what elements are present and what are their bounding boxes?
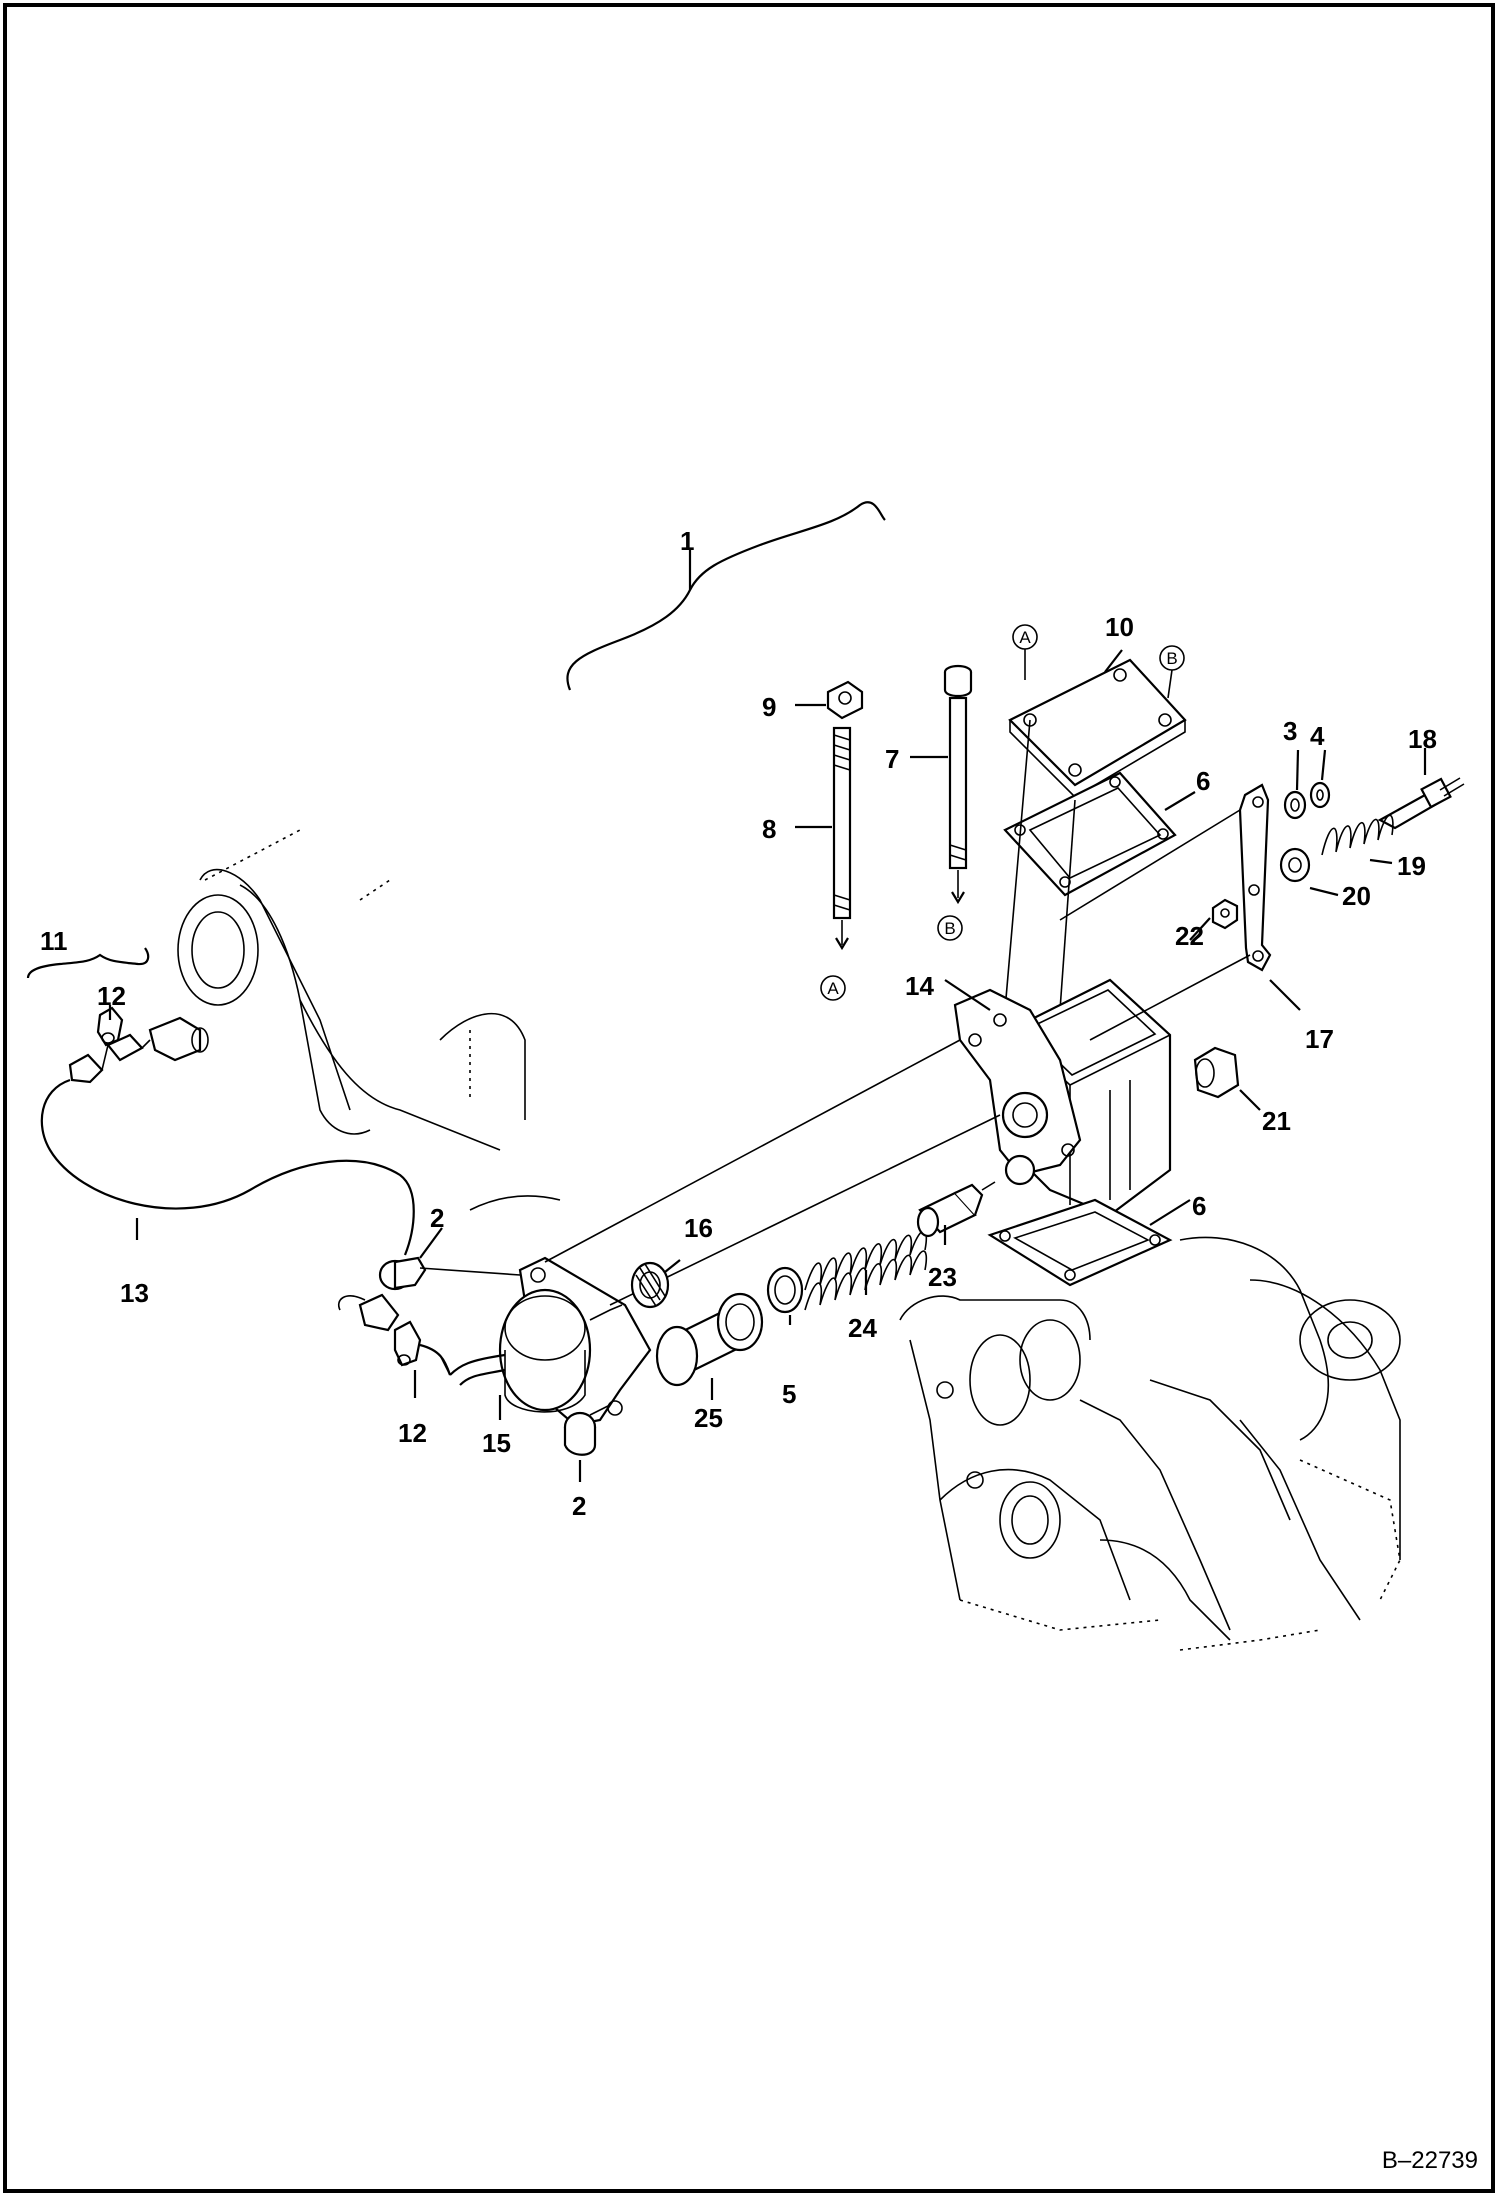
label-2-upper: 2 [430,1203,444,1233]
label-7: 7 [885,744,899,774]
part-4-washer [1309,781,1331,809]
label-11: 11 [40,926,68,956]
marker-b-top: B [1159,645,1185,699]
part-14-housing [953,978,1172,1217]
label-25: 25 [694,1403,723,1433]
reference-number: B–22739 [1382,2147,1478,2174]
label-22: 22 [1175,921,1204,951]
part-6-gasket-bottom [987,1198,1173,1287]
part-12-clamp-lower [393,1320,422,1367]
engine-background-left [177,829,561,1211]
label-15: 15 [482,1428,511,1458]
part-6-gasket-top [1003,771,1177,897]
part-9-nut [826,680,864,720]
label-12-top: 12 [97,981,126,1011]
label-21: 21 [1262,1106,1291,1136]
part-15-solenoid [439,1256,652,1427]
label-8: 8 [762,814,776,844]
label-23: 23 [928,1262,957,1292]
assembly-brace-1 [566,501,886,691]
label-10: 10 [1105,612,1134,642]
label-17: 17 [1305,1024,1334,1054]
part-22-bushing [1211,898,1239,930]
label-1: 1 [680,526,694,556]
part-21-cap [1193,1046,1240,1099]
part-8-stud [832,726,852,951]
label-13: 13 [120,1278,149,1308]
svg-text:B: B [944,919,955,938]
label-6-bottom: 6 [1192,1191,1206,1221]
label-9: 9 [762,692,776,722]
part-3-washer [1283,790,1307,820]
part-25-plunger [655,1292,764,1387]
part-16-seal [630,1261,670,1309]
label-19: 19 [1397,851,1426,881]
marker-a-top: A [1012,624,1038,680]
label-14: 14 [905,971,934,1001]
marker-b-bottom: B [937,915,963,941]
label-16: 16 [684,1213,713,1243]
svg-text:B: B [1166,649,1177,668]
label-24: 24 [848,1313,877,1343]
label-12-lower: 12 [398,1418,427,1448]
label-3: 3 [1283,716,1297,746]
part-13-cable [40,1016,452,1376]
leader-lines [108,649,1427,1482]
part-2-bolt-upper [378,1256,521,1291]
label-20: 20 [1342,881,1371,911]
part-18-screw [1377,777,1465,830]
label-2-lower: 2 [572,1491,586,1521]
label-18: 18 [1408,724,1437,754]
marker-a-bottom: A [820,975,846,1001]
svg-text:A: A [1019,628,1031,647]
label-6-top: 6 [1196,766,1210,796]
part-5-oring [766,1266,804,1314]
part-20-retainer [1279,847,1311,883]
part-2-bolt-lower [563,1404,611,1456]
label-4: 4 [1310,721,1325,751]
part-7-bolt [943,664,973,905]
part-19-spring [1321,814,1394,856]
part-17-lever [1238,783,1272,972]
label-5: 5 [782,1379,796,1409]
assembly-brace-11 [26,947,150,979]
item-number-labels: 1 9 8 7 10 6 3 4 18 19 20 22 17 14 21 6 … [40,526,1437,1521]
svg-text:A: A [827,979,839,998]
part-10-cover [1008,658,1187,799]
page-border [3,3,1495,2193]
part-23-pin [916,1181,996,1238]
engine-block-background-right [899,1236,1401,1651]
